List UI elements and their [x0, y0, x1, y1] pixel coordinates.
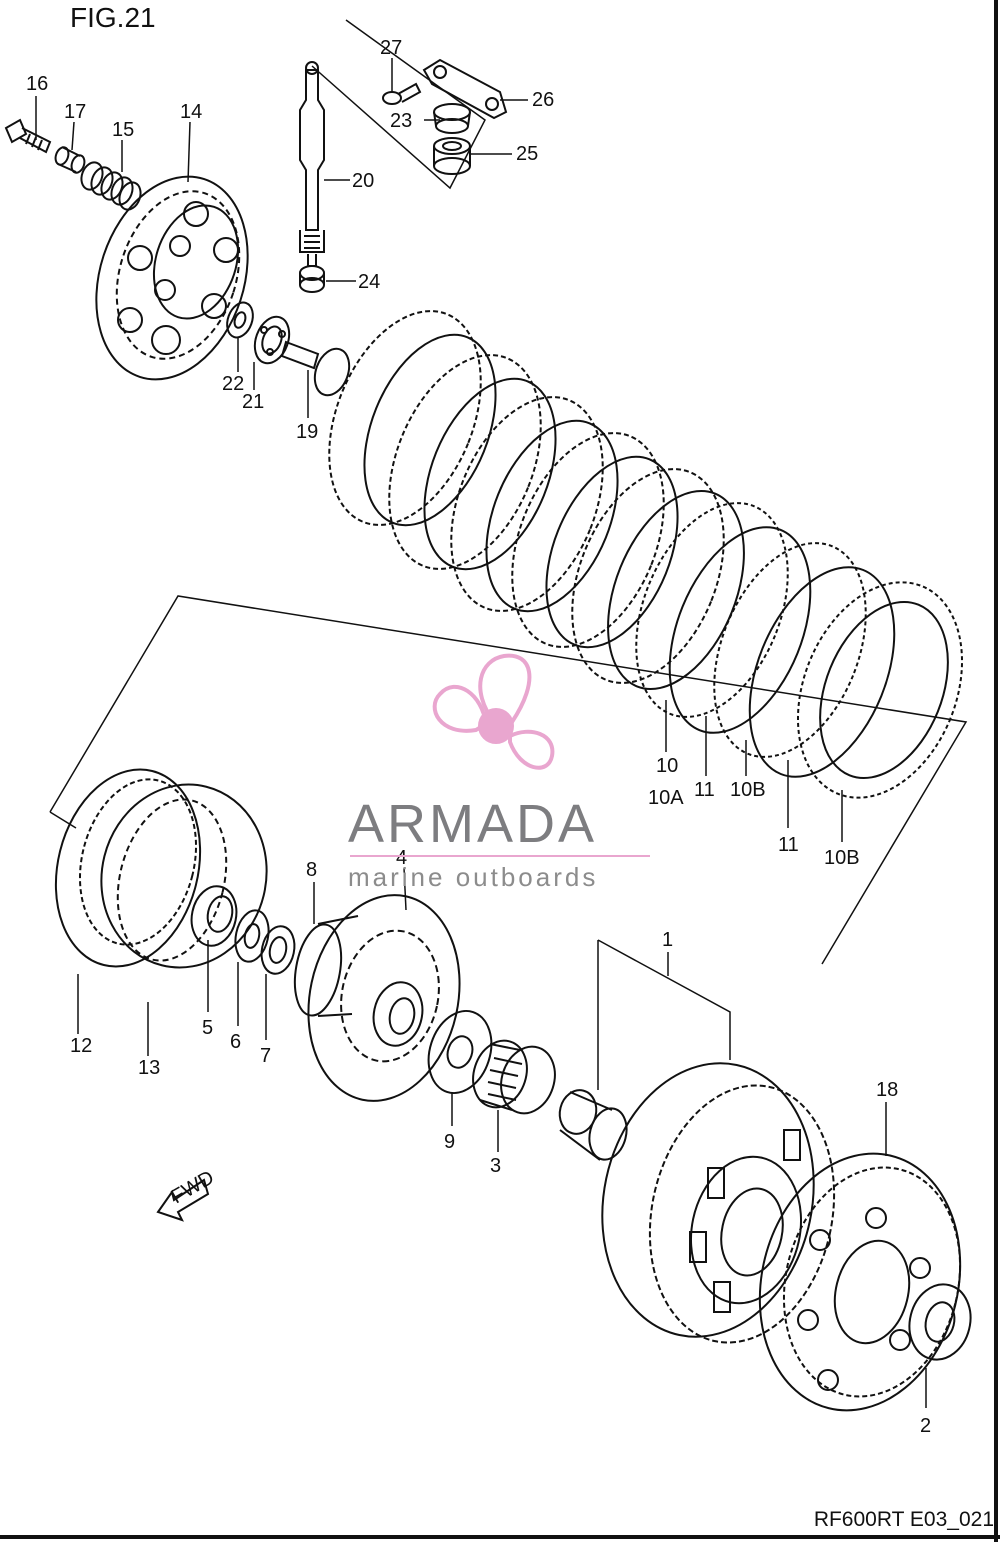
callout-12: 12	[70, 1035, 92, 1057]
callout-10: 10	[656, 755, 678, 777]
callout-11-upper: 11	[694, 779, 715, 801]
callout-7: 7	[260, 1045, 271, 1067]
callout-22: 22	[222, 373, 244, 395]
callout-14: 14	[180, 101, 202, 123]
frame-bottom-border	[0, 1535, 1000, 1539]
callout-17: 17	[64, 101, 86, 123]
callout-2: 2	[920, 1415, 931, 1437]
watermark-tagline: marine outboards	[348, 862, 599, 892]
bushing	[558, 1089, 628, 1161]
callout-13: 13	[138, 1057, 160, 1079]
callout-27: 27	[380, 37, 402, 59]
callout-labels: 16 17 15 14 27 26 23 25 20 24 22 21 19 1…	[26, 37, 931, 1437]
sleeve-hub-8	[293, 915, 359, 1017]
figure-title: FIG.21	[70, 2, 156, 33]
callout-10a: 10A	[648, 787, 684, 809]
callout-20: 20	[352, 170, 374, 192]
clutch-plate-13	[100, 783, 268, 969]
callout-21: 21	[242, 391, 264, 413]
callout-10b-lower: 10B	[824, 847, 860, 869]
forward-direction-arrow: FWD	[156, 1167, 218, 1222]
callout-23: 23	[390, 110, 412, 132]
bearing-24	[299, 265, 325, 293]
oil-pump-drive-gear-18	[758, 1152, 962, 1412]
bearing-25	[433, 137, 471, 175]
callout-1: 1	[662, 929, 673, 951]
callout-26: 26	[532, 89, 554, 111]
washer-22	[226, 301, 254, 339]
callout-25: 25	[516, 143, 538, 165]
release-rack-20	[299, 61, 325, 267]
assembly-bracket	[49, 595, 968, 965]
bracket-group	[311, 19, 486, 190]
callout-19: 19	[296, 421, 318, 443]
spring-15	[80, 161, 142, 211]
thrust-washer-9	[427, 1009, 493, 1095]
watermark-divider	[350, 855, 650, 857]
needle-bearing-3	[472, 1039, 556, 1115]
clutch-drum-4	[307, 894, 461, 1102]
clutch-plate-stack	[328, 310, 964, 799]
callout-8: 8	[306, 859, 317, 881]
callout-3: 3	[490, 1155, 501, 1177]
lock-washer-6	[234, 909, 270, 963]
callout-18: 18	[876, 1079, 898, 1101]
clutch-plate-12	[54, 768, 202, 968]
callout-5: 5	[202, 1017, 213, 1039]
seal-23	[433, 103, 471, 134]
primary-gear-assembly-bracket	[597, 939, 731, 1090]
callout-15: 15	[112, 119, 134, 141]
callout-10b-upper: 10B	[730, 779, 766, 801]
callout-9: 9	[444, 1131, 455, 1153]
spacer-17	[54, 146, 86, 174]
drawing-code: RF600RT E03_021	[813, 1508, 994, 1531]
lever-26	[422, 58, 508, 120]
washer-7	[260, 925, 296, 975]
primary-driven-gear-1	[601, 1062, 836, 1344]
pressure-plate-14	[95, 175, 249, 381]
callout-24: 24	[358, 271, 380, 293]
callout-16: 16	[26, 73, 48, 95]
watermark-brand: ARMADA	[348, 794, 598, 854]
bolt-27	[382, 82, 422, 105]
armada-logo-mark	[432, 653, 555, 770]
leader-lines	[35, 58, 927, 1408]
spacer-2	[908, 1283, 972, 1361]
pushrod-19	[280, 340, 351, 397]
bolt-16	[4, 118, 52, 154]
bearing-21	[253, 315, 291, 365]
frame-right-border	[994, 0, 998, 1542]
callout-4: 4	[396, 847, 407, 869]
callout-6: 6	[230, 1031, 241, 1053]
callout-11-lower: 11	[778, 834, 799, 856]
